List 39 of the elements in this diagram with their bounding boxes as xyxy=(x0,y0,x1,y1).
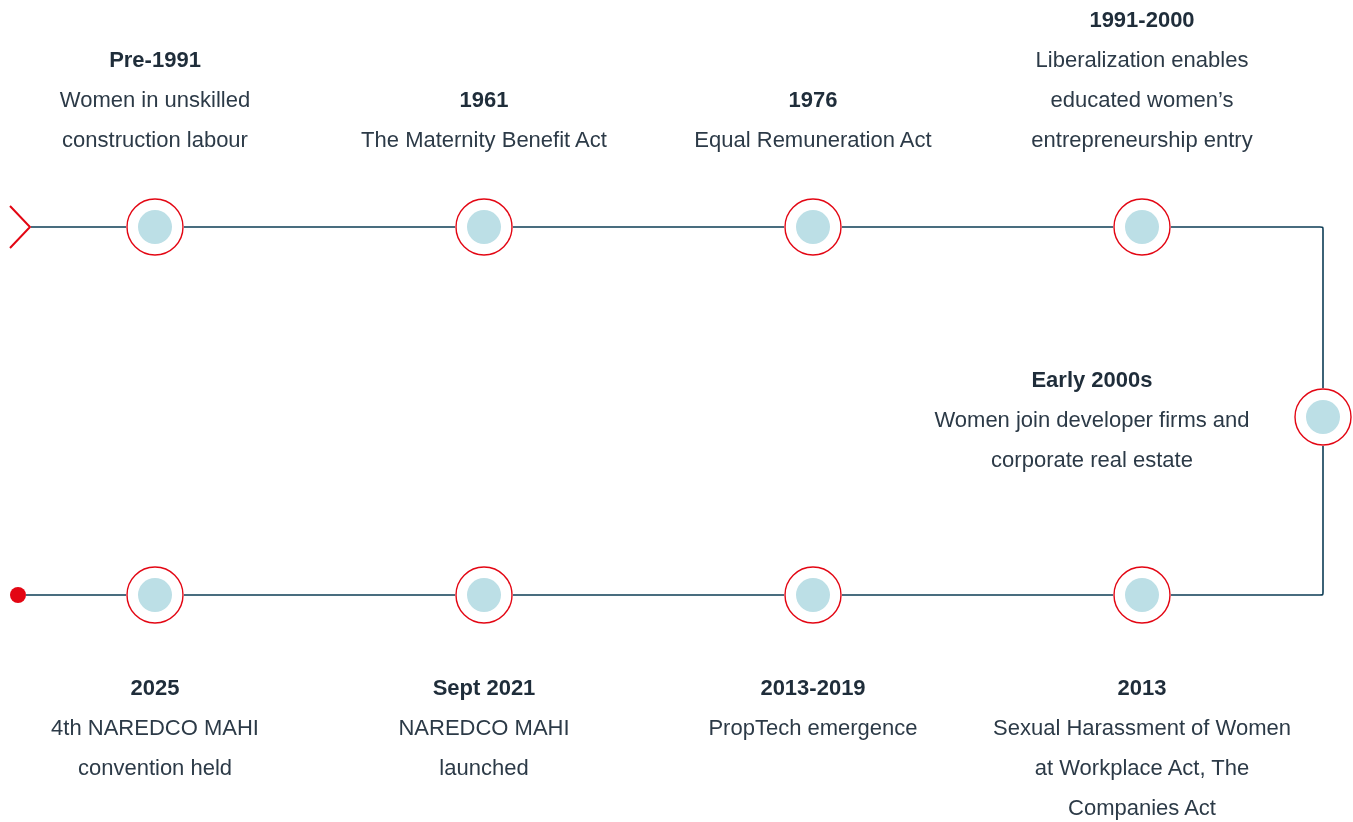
milestone-marker xyxy=(125,565,185,625)
end-dot xyxy=(10,587,26,603)
milestone-description: PropTech emergence xyxy=(708,714,918,742)
timeline-connector xyxy=(841,594,1114,596)
milestone-year: 1991-2000 xyxy=(1089,6,1195,34)
milestone-year: 2013 xyxy=(1117,674,1167,702)
milestone-marker xyxy=(783,197,843,257)
milestone-year: Pre-1991 xyxy=(109,46,201,74)
timeline-connector xyxy=(1170,226,1324,389)
milestone-description: Women in unskilled construction labour xyxy=(58,86,252,154)
timeline-connector xyxy=(841,226,1114,228)
milestone-description: Sexual Harassment of Women at Workplace Act, The Companies Act xyxy=(992,714,1292,822)
milestone-description: 4th NAREDCO MAHI convention held xyxy=(50,714,260,782)
timeline-connector xyxy=(30,226,127,228)
milestone-marker xyxy=(783,565,843,625)
timeline-connector xyxy=(1170,445,1324,596)
milestone-year: Early 2000s xyxy=(1031,366,1153,394)
timeline-connector xyxy=(512,226,785,228)
milestone-description: NAREDCO MAHI launched xyxy=(397,714,571,782)
milestone-year: 2013-2019 xyxy=(760,674,866,702)
milestone-year: 1961 xyxy=(459,86,509,114)
milestone-marker xyxy=(125,197,185,257)
milestone-marker xyxy=(1293,387,1353,447)
milestone-marker xyxy=(1112,565,1172,625)
milestone-description: The Maternity Benefit Act xyxy=(361,126,607,154)
milestone-marker xyxy=(1112,197,1172,257)
milestone-marker xyxy=(454,197,514,257)
milestone-year: 2025 xyxy=(130,674,180,702)
milestone-year: 1976 xyxy=(788,86,838,114)
start-chevron xyxy=(9,205,31,249)
milestone-marker xyxy=(454,565,514,625)
timeline-connector xyxy=(512,594,785,596)
timeline-connector xyxy=(183,226,456,228)
milestone-description: Liberalization enables educated women’s entrepreneurship entry xyxy=(1030,46,1254,154)
milestone-description: Women join developer firms and corporate real estate xyxy=(933,406,1251,474)
milestone-description: Equal Remuneration Act xyxy=(694,126,932,154)
timeline-connector xyxy=(25,594,127,596)
timeline-connector xyxy=(183,594,456,596)
milestone-year: Sept 2021 xyxy=(432,674,536,702)
